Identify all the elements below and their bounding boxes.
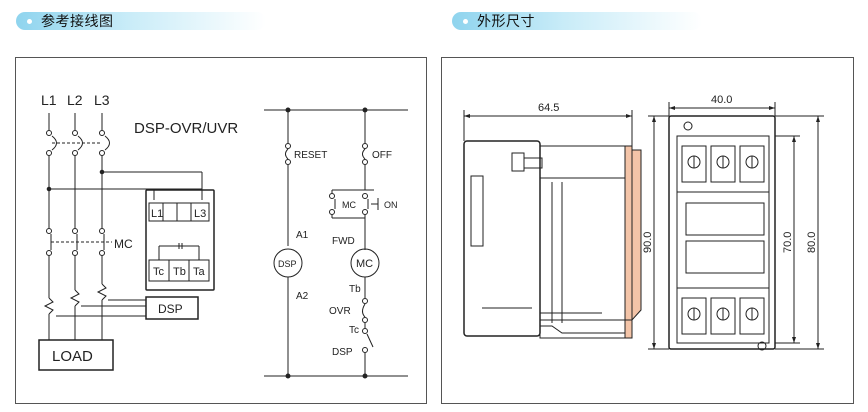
bullet-dot-icon <box>463 18 468 24</box>
contactor-label: MC <box>114 237 133 251</box>
width-dimension: 40.0 <box>711 94 732 106</box>
ovr-label: OVR <box>329 306 351 317</box>
relay-terminal-tb: Tb <box>173 266 186 278</box>
dsp-box-label: DSP <box>158 302 183 316</box>
depth-dimension: 64.5 <box>538 102 559 114</box>
height-left-dimension: 90.0 <box>642 232 654 253</box>
relay-terminal-l3: L3 <box>194 208 206 220</box>
dimensions-section-title: 外形尺寸 <box>477 13 535 29</box>
mc-coil-label: MC <box>356 258 373 270</box>
on-label: ON <box>384 200 398 210</box>
off-label: OFF <box>372 150 392 161</box>
a1-label: A1 <box>296 230 309 241</box>
load-box-label: LOAD <box>52 348 93 365</box>
wiring-section-title: 参考接线图 <box>41 13 114 29</box>
relay-terminal-tc: Tc <box>153 266 165 278</box>
fwd-label: FWD <box>332 236 355 247</box>
wiring-section-header: 参考接线图 <box>16 12 266 30</box>
reset-label: RESET <box>294 150 327 161</box>
wiring-diagram-panel: L1 L2 L3 DSP-OVR/UVR MC L1 L3 Tc Tb Ta D… <box>15 57 427 404</box>
dsp-label: DSP <box>332 347 353 358</box>
a2-label: A2 <box>296 291 309 302</box>
wiring-diagram: L1 L2 L3 DSP-OVR/UVR MC L1 L3 Tc Tb Ta D… <box>38 92 408 379</box>
dimensions-section-header: 外形尺寸 <box>452 12 702 30</box>
mc-contact-label: MC <box>342 200 356 210</box>
tc-label: Tc <box>349 325 359 336</box>
relay-terminal-ta: Ta <box>193 266 206 278</box>
phase-label: L3 <box>94 92 110 108</box>
dimensions-panel: 64.5 40.0 90.0 70.0 80.0 <box>441 57 854 404</box>
model-label: DSP-OVR/UVR <box>134 120 238 137</box>
height-inner-dimension: 70.0 <box>782 232 794 253</box>
tb-label: Tb <box>349 284 361 295</box>
dimension-drawing: 64.5 40.0 90.0 70.0 80.0 <box>463 94 824 351</box>
relay-terminal-l1: L1 <box>151 208 163 220</box>
phase-label: L1 <box>41 92 57 108</box>
bullet-dot-icon <box>27 18 32 24</box>
dsp-coil-label: DSP <box>278 259 297 269</box>
phase-label: L2 <box>67 92 83 108</box>
height-outer-dimension: 80.0 <box>806 232 818 253</box>
